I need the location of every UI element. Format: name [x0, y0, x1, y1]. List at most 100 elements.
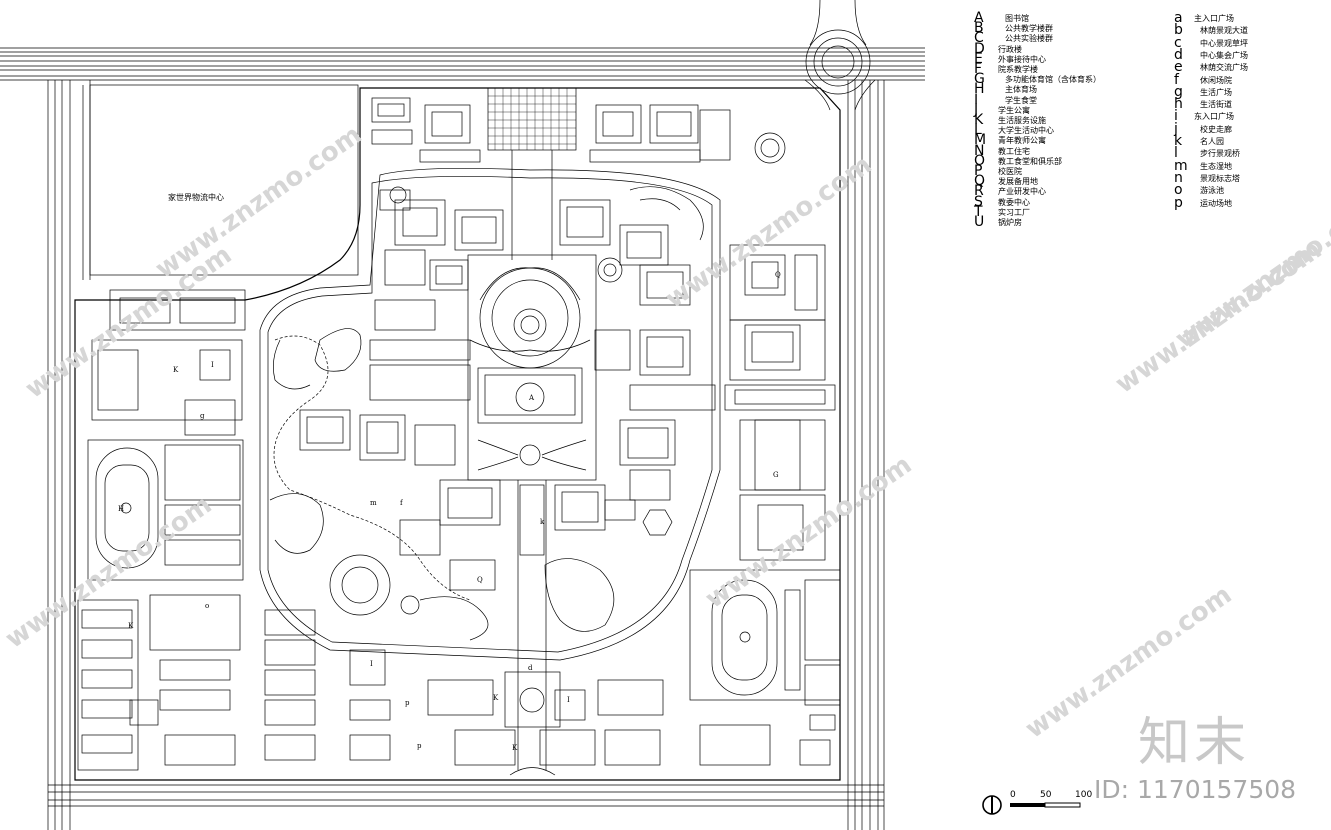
- zone-label-i: I: [211, 361, 214, 369]
- legend-building-code: S: [974, 193, 983, 210]
- legend-site-code: j: [1174, 120, 1178, 137]
- legend-building-label: 发展备用地: [998, 177, 1038, 187]
- legend-building-code: U: [974, 214, 985, 230]
- legend-building-label: 外事接待中心: [998, 54, 1046, 64]
- site-label-p2: p: [417, 742, 422, 750]
- west-road: [47, 80, 91, 830]
- south-gardens: [269, 493, 615, 641]
- legend-building-label: 多功能体育馆（含体育系）: [1005, 75, 1101, 85]
- logistics-lot: [89, 84, 359, 276]
- zone-label-i3: I: [567, 696, 570, 704]
- zone-label-q2: Q: [477, 576, 483, 584]
- legend-building-label: 教工食堂和俱乐部: [998, 156, 1062, 166]
- legend-building-code: Q: [974, 173, 986, 190]
- zone-label-g: G: [773, 471, 779, 479]
- watermark-id: ID: 1170157508: [1094, 775, 1297, 804]
- legend-site-code: l: [1174, 145, 1178, 162]
- legend-building-label: 主体育场: [1005, 85, 1037, 95]
- legend-building-label: 公共实验楼群: [1005, 34, 1053, 44]
- legend-site-code: c: [1174, 34, 1182, 51]
- legend-building-code: A: [974, 10, 984, 26]
- legend-building-label: 公共教学楼群: [1005, 24, 1053, 34]
- site-label-g: g: [200, 412, 205, 420]
- central-axis: [511, 150, 553, 770]
- campus-boundary: [74, 87, 841, 781]
- zone-label-k4: K: [493, 694, 499, 702]
- legend-site-label: 生活广场: [1200, 87, 1232, 97]
- legend-site-label: 中心景观草坪: [1200, 38, 1248, 48]
- zone-label-k: K: [173, 366, 179, 374]
- zone-label-a: A: [528, 394, 535, 402]
- site-label-o: o: [205, 602, 209, 610]
- legend-building-label: 教工住宅: [998, 146, 1030, 156]
- legend-site-code: o: [1174, 182, 1183, 199]
- legend-building-code: P: [974, 163, 983, 179]
- legend-site-code: d: [1174, 46, 1183, 63]
- site-label-p: p: [405, 699, 410, 707]
- south-road: [48, 784, 884, 807]
- scale-tick-50: 50: [1040, 790, 1052, 800]
- legend-site-code: p: [1174, 194, 1183, 211]
- campus-site-plan: 家世界物流中心 A H I K Q G Q I I K K K g m f d …: [0, 0, 925, 830]
- zone-label-k2: K: [128, 622, 134, 630]
- legend-site-label: 休闲场院: [1200, 75, 1232, 85]
- legend-building-code: E: [974, 50, 983, 67]
- legend-building-label: 院系教学楼: [998, 65, 1038, 74]
- site-label-f: f: [400, 499, 404, 507]
- legend-site-code: a: [1174, 10, 1183, 26]
- scale-tick-100: 100: [1075, 790, 1093, 800]
- north-arrow-icon: [982, 795, 1081, 815]
- legend-site-label: 林荫交流广场: [1200, 63, 1248, 73]
- roundabout: [804, 0, 876, 111]
- legend-building-code: D: [974, 40, 985, 57]
- legend-site-label: 游泳池: [1200, 186, 1224, 196]
- ne-cluster: [559, 186, 704, 376]
- legend-building-label: 产业研发中心: [998, 187, 1046, 197]
- legend-building-label: 锅炉房: [998, 218, 1022, 227]
- legend-site-label: 主入口广场: [1194, 14, 1234, 23]
- zone-label-i2: I: [370, 660, 373, 668]
- legend-building-label: 教委中心: [998, 197, 1030, 207]
- legend-building-code: M: [974, 132, 987, 149]
- legend-site-code: m: [1174, 157, 1188, 174]
- legend-building-code: I: [974, 91, 979, 108]
- legend-site-label: 校史走廊: [1200, 124, 1232, 134]
- legend-building-code: B: [974, 20, 984, 37]
- ce-cluster: [554, 419, 676, 536]
- legend-building-label: 生活服务设施: [998, 116, 1046, 125]
- site-label-m: m: [370, 499, 377, 507]
- legend-site-label: 东入口广场: [1194, 112, 1234, 122]
- legend-building-code: L: [974, 122, 982, 139]
- site-label-k: k: [540, 518, 545, 526]
- legend-building-label: 实习工厂: [998, 207, 1030, 217]
- legend-building-label: 学生公寓: [998, 105, 1030, 115]
- legend-building-code: R: [974, 183, 984, 200]
- legend-site-label: 步行景观桥: [1200, 149, 1240, 159]
- legend-site-label: 生活街道: [1200, 100, 1232, 110]
- legend-building-label: 图书馆: [1005, 14, 1029, 23]
- legend-building-code: C: [974, 30, 984, 47]
- east-blocks: [629, 244, 836, 561]
- sw-residential: [77, 594, 241, 771]
- nw-dorms: [91, 289, 246, 436]
- legend-site-code: n: [1174, 169, 1183, 186]
- legend-site-label: 中心集会广场: [1200, 50, 1248, 60]
- legend-site-code: f: [1174, 71, 1179, 88]
- legend-building-code: O: [974, 152, 986, 169]
- watermark-brand: 知末: [1138, 713, 1251, 773]
- south-dorms: [264, 609, 664, 776]
- legend-building-code: H: [974, 81, 985, 98]
- legend-site-code: g: [1174, 83, 1183, 100]
- north-road: [0, 47, 925, 81]
- east-sports: [689, 569, 841, 766]
- legend-building-code: J: [974, 101, 979, 118]
- east-road: [847, 80, 885, 830]
- legend-site-label: 景观标志塔: [1200, 173, 1240, 183]
- legend-building-label: 大学生活动中心: [998, 126, 1054, 136]
- legend-building-code: K: [974, 112, 984, 128]
- scale-bar: 0 50 100: [980, 790, 1110, 820]
- north-buildings: [371, 97, 786, 164]
- legend-site-code: k: [1174, 133, 1183, 149]
- zone-label-h: H: [118, 505, 124, 513]
